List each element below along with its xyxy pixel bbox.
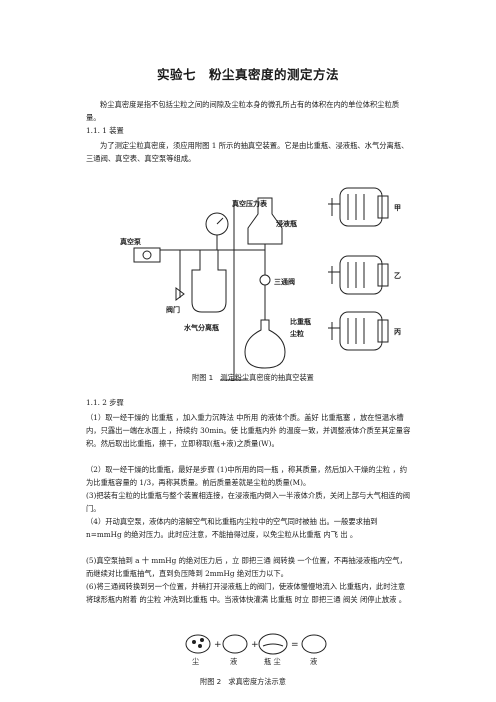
apparatus-jia [328,187,389,227]
label-bing: 丙 [394,328,401,336]
pycnometer [244,319,286,369]
step-1: （1）取一经干燥的 比重瓶 ，加入重力沉降法 中所用 的液体个质。盖好 比重瓶塞… [86,413,411,448]
svg-text:=: = [291,640,299,650]
label-jia: 甲 [394,204,401,212]
water-separator [191,250,227,313]
svg-text:+: + [251,640,259,650]
label-soak-flask: 浸液瓶 [276,219,297,228]
apparatus-bing [328,311,389,351]
label-gauge: 真空压力表 [232,199,268,208]
section-heading-steps: 1.1. 2 步骤 [86,398,124,407]
label-valve: 阀门 [166,305,180,314]
figure-2-caption: 附图 2 求真密度方法示意 [200,677,286,686]
three-way-valve [259,274,271,286]
figure-2-diagram: + + = 尘 液 瓶 尘 液 附图 2 求真密度方法示意 [185,633,327,686]
label-three-way-valve: 三通阀 [274,277,295,286]
step-6: (6)将三通阀转换到另一个位置，并稍打开浸液瓶上的阀门，使液体慢慢地流入 比重瓶… [86,582,407,604]
soak-flask [247,197,283,245]
page-title: 实验七 粉尘真密度的测定方法 [156,67,339,82]
figure-1-apparatus: 真空压力表 浸液瓶 真空泵 三通阀 阀门 水气分离瓶 比重瓶 尘粒 甲 乙 丙 … [120,187,401,382]
step-4: （4）开动真空泵，液体内的溶解空气和比重瓶内尘粒中的空气同时被抽 出。一般要求抽… [86,517,378,539]
label-water-separator: 水气分离瓶 [184,323,219,332]
label-vacuum-pump: 真空泵 [120,237,141,246]
step-2: （2）取一经干燥的比重瓶，最好是步骤 (1)中所用的同一瓶 ，称其质量，然后加入… [86,465,408,487]
label-yi: 乙 [394,272,401,280]
label-pycnometer: 比重瓶 [290,317,311,326]
intro-paragraph: 粉尘真密度是指不包括尘粒之间的间隙及尘粒本身的微孔所占有的体积在内的单位体积尘粒… [86,100,400,122]
vacuum-pump [133,247,161,263]
fig2-label-dust: 尘 [192,657,199,666]
figure-1-caption: 附图 1 测定粉尘真密度的抽真空装置 [192,373,314,382]
label-dust: 尘粒 [290,329,304,338]
fig2-label-liquid-2: 液 [310,657,317,666]
svg-text:+: + [214,640,222,650]
step-5: (5)真空泵抽到 a 十 mmHg 的绝对压力后 ，立 即把三通 阀转换 一个位… [86,556,407,578]
apparatus-yi [328,255,389,295]
apparatus-paragraph: 为了测定尘粒真密度，须应用附图 1 所示的抽真空装置。它是由比重瓶、浸液瓶、水气… [86,141,409,163]
fig2-label-liquid: 液 [230,657,237,666]
section-heading-apparatus: 1.1. 1 装置 [86,126,124,135]
step-3: (3)把装有尘粒的比重瓶与整个装置相连接，在浸液瓶内倒入一半液体介质，关闭上部与… [86,491,411,513]
fig2-label-bottle-dust: 瓶 尘 [264,657,281,666]
